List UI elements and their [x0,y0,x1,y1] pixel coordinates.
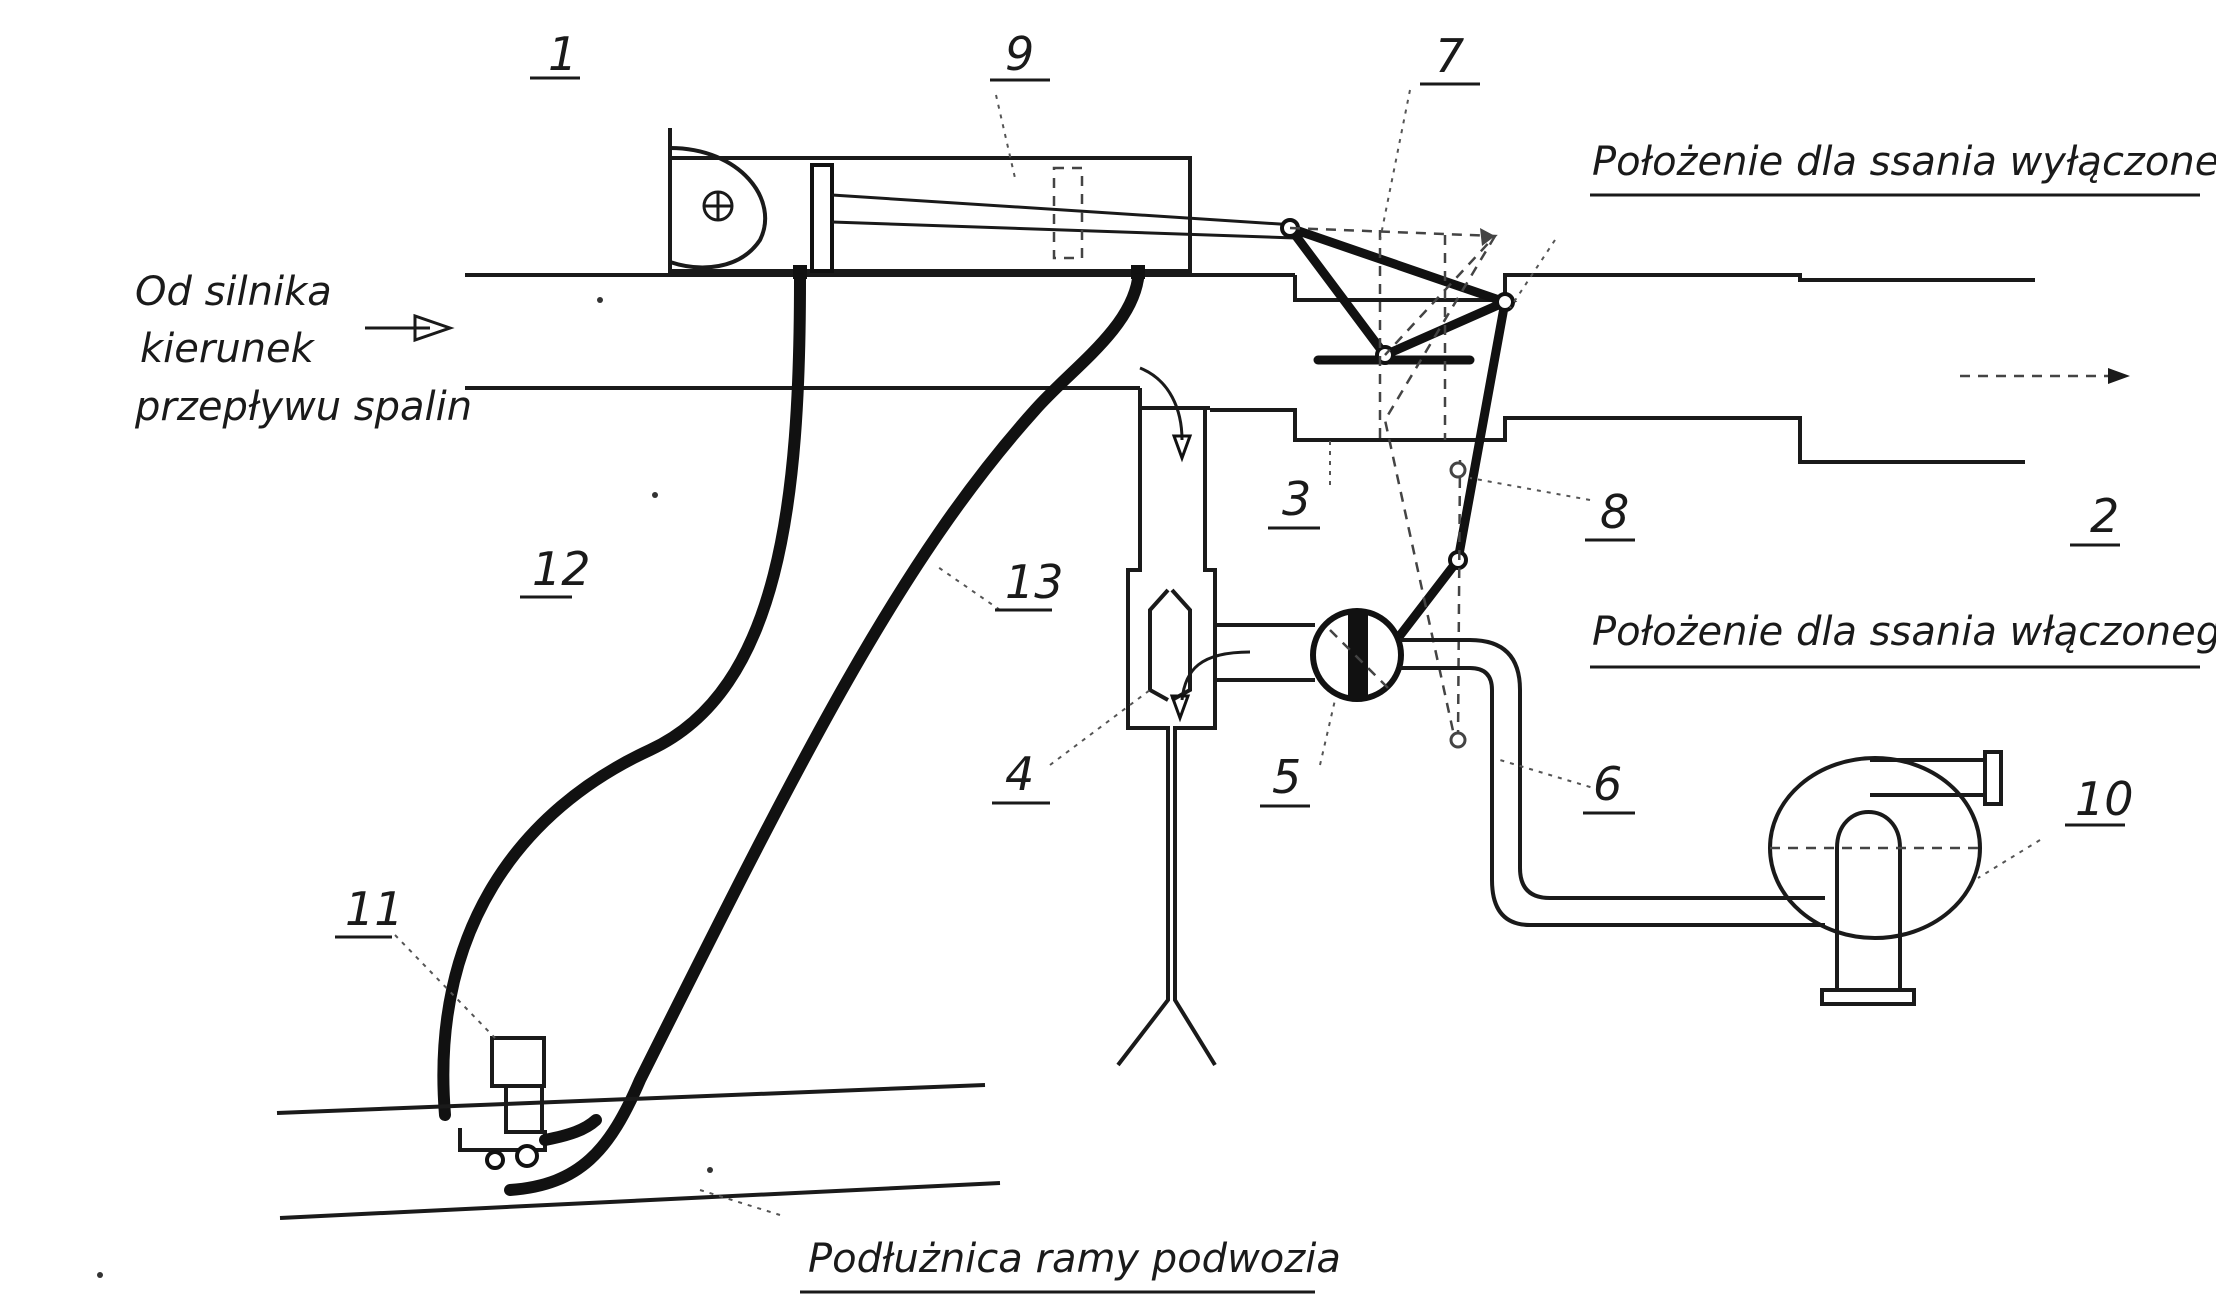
chassis-frame-member [276,1083,1001,1220]
flow-arrow-in [365,313,455,343]
label-8: 8 [1600,485,1629,539]
caption-position-off: Położenie dla ssania wyłączonego [1592,139,2216,185]
control-valve-11 [458,1036,602,1170]
caption-position-on: Położenie dla ssania włączonego [1592,609,2216,655]
suction-pipe [1400,638,1825,927]
blower [1768,750,2003,1006]
label-4: 4 [1005,747,1034,801]
label-1: 1 [548,27,577,81]
flow-arrow-out [1960,368,2130,384]
hose-13 [504,273,1144,1196]
label-2: 2 [2090,489,2119,543]
leader-lines [394,89,2041,1216]
label-9: 9 [1005,27,1034,81]
label-7: 7 [1435,29,1464,83]
cylinder-mount-bracket [668,128,767,275]
hose-12 [437,273,806,1121]
caption-from-engine-line1: Od silnika [135,269,332,315]
label-10: 10 [2075,772,2134,826]
label-6: 6 [1593,757,1622,811]
flap-linkage [1280,218,1518,749]
label-5: 5 [1272,750,1301,804]
exhaust-pipe [465,273,2035,464]
caption-from-engine-line2: kierunek [140,326,316,372]
label-11: 11 [345,882,404,936]
label-12: 12 [532,542,591,596]
ejector-branch [1116,366,1315,1067]
label-3: 3 [1282,472,1311,526]
caption-from-engine-line3: przepływu spalin [134,384,472,430]
label-13: 13 [1005,555,1064,609]
caption-frame-member: Podłużnica ramy podwozia [808,1236,1341,1282]
switching-valve [1310,608,1404,702]
